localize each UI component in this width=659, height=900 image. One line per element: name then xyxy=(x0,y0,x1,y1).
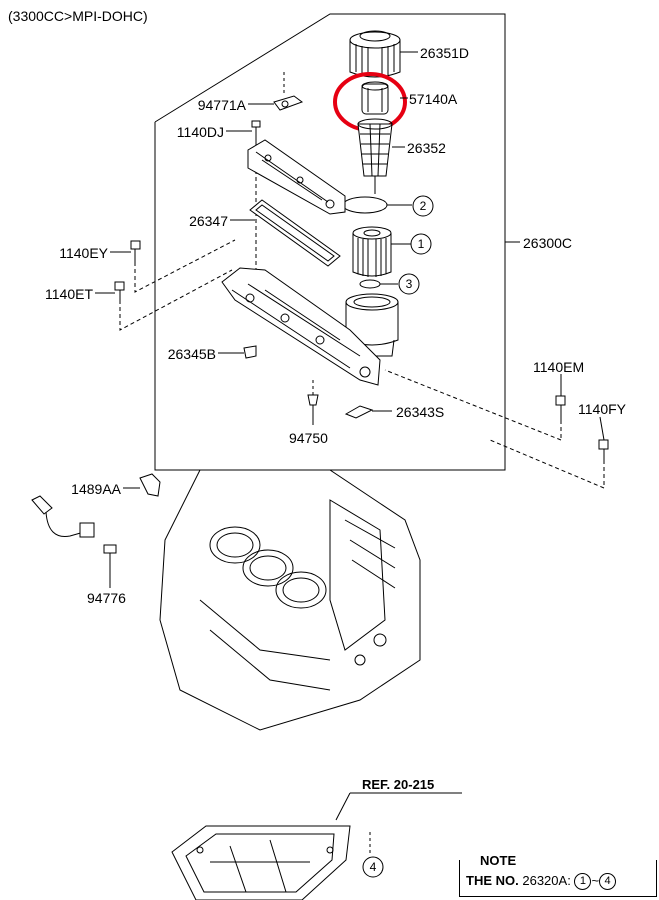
bolt-1140ET xyxy=(114,269,233,331)
label-26351D[interactable]: 26351D xyxy=(420,45,470,61)
label-1140ET[interactable]: 1140ET xyxy=(45,286,93,302)
callout-4 xyxy=(362,856,384,878)
o-ring-lower xyxy=(359,279,381,289)
label-26347[interactable]: 26347 xyxy=(189,213,228,229)
bracket-94771A xyxy=(273,72,304,111)
callout-3-text: 3 xyxy=(406,277,413,291)
note-text: THE NO. 26320A: 1~4 xyxy=(466,873,617,891)
label-94776[interactable]: 94776 xyxy=(87,590,126,606)
label-26343S[interactable]: 26343S xyxy=(396,404,445,420)
note-box xyxy=(459,860,657,897)
sensor-94750 xyxy=(307,380,319,425)
note-colon: : xyxy=(567,873,571,888)
filter-cartridge xyxy=(352,226,392,277)
note-tilde: ~ xyxy=(591,873,600,888)
label-26352[interactable]: 26352 xyxy=(407,140,446,156)
engine-spec-header: (3300CC>MPI-DOHC) xyxy=(8,8,148,24)
callout-4-text: 4 xyxy=(370,860,377,874)
label-1489AA[interactable]: 1489AA xyxy=(71,481,121,497)
note-part: 26320A xyxy=(522,873,568,888)
filter-housing xyxy=(345,293,399,357)
engine-block xyxy=(159,469,421,731)
clip-1489AA xyxy=(139,473,161,497)
bolt-1140EY xyxy=(130,239,236,293)
label-1140DJ[interactable]: 1140DJ xyxy=(176,124,224,140)
note-to-callout: 4 xyxy=(599,873,617,891)
assembly-frame xyxy=(154,13,506,471)
callout-1-text: 1 xyxy=(418,237,425,251)
label-1140FY[interactable]: 1140FY xyxy=(578,401,626,417)
upper-cover xyxy=(247,139,346,215)
label-1140EY[interactable]: 1140EY xyxy=(59,245,108,261)
bolt-1140FY xyxy=(489,439,609,489)
callout-2-text: 2 xyxy=(420,199,427,213)
oil-filter-cap xyxy=(349,30,401,78)
callout-1 xyxy=(410,233,432,255)
gasket-26343S xyxy=(344,405,374,419)
callout-3 xyxy=(398,273,420,295)
label-94750[interactable]: 94750 xyxy=(289,430,328,446)
gasket-26347 xyxy=(249,199,341,267)
bolt-1140EM xyxy=(384,369,566,441)
note-title: NOTE xyxy=(477,853,520,868)
label-26300C[interactable]: 26300C xyxy=(523,235,573,251)
o-ring-upper xyxy=(342,196,388,214)
label-94771A[interactable]: 94771A xyxy=(197,97,246,113)
reference-label[interactable]: REF. 20-215 xyxy=(362,777,435,792)
plug-26345B xyxy=(243,345,257,359)
filter-element xyxy=(357,118,393,194)
oil-pan xyxy=(171,825,351,900)
note-prefix: THE NO. xyxy=(466,873,519,888)
oil-module-body xyxy=(221,267,381,386)
callout-2 xyxy=(412,195,434,217)
label-57140A[interactable]: 57140A xyxy=(409,91,458,107)
label-1140EM[interactable]: 1140EM xyxy=(533,359,585,375)
part-57140A xyxy=(361,81,389,115)
label-26345B[interactable]: 26345B xyxy=(167,346,216,362)
knock-sensor-94776 xyxy=(31,495,117,588)
note-from-callout: 1 xyxy=(574,873,592,891)
